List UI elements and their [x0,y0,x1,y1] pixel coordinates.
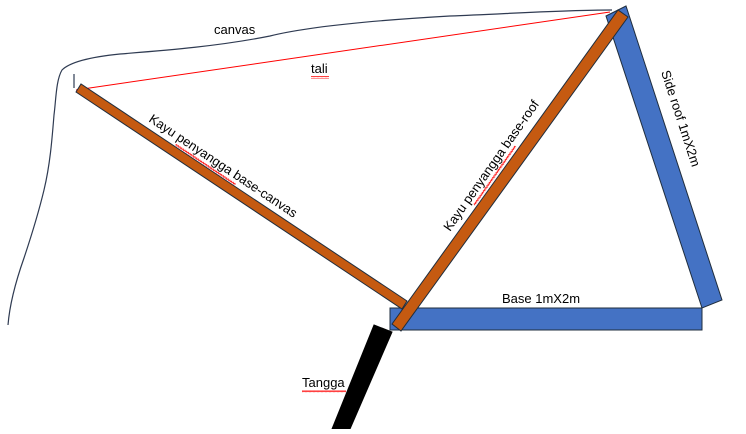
canvas-sheet-outline [7,9,613,326]
support-beam-base-roof [391,9,629,332]
support-canvas-label: Kayu penyangga base-canvas [146,111,300,221]
base-label: Base 1mX2m [502,291,580,306]
support-canvas-label-spellcheck [174,143,237,186]
support-beam-base-canvas [75,83,408,310]
ladder-label-group: Tangga [302,375,346,393]
support-roof-label: Kayu penyangga base-roof [440,97,542,234]
canvas-label: canvas [214,22,256,37]
base-panel [389,307,703,331]
rope-label: tali [311,61,328,76]
support-roof-label-spellcheck [473,145,517,206]
side-roof-panel [605,5,723,309]
rope-label-spellcheck [311,76,329,79]
rope-line [75,11,611,91]
ladder-label-spellcheck [302,390,346,393]
support-roof-label-group: Kayu penyangga base-roof [440,97,542,234]
rope-label-group: tali [311,61,329,79]
support-canvas-label-group: Kayu penyangga base-canvas [146,111,300,221]
ladder-label: Tangga [302,375,345,390]
